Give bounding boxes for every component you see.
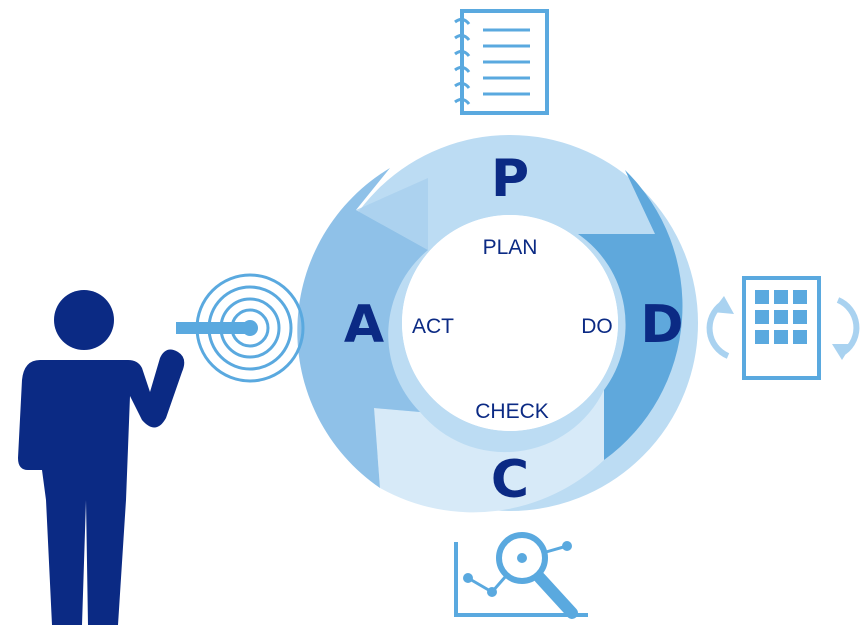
target-icon xyxy=(176,273,305,383)
ring-segment-act xyxy=(297,168,428,488)
calendar-grid-icon xyxy=(706,276,860,380)
label-plan: PLAN xyxy=(483,236,538,259)
ring-arrow-plan xyxy=(356,178,428,250)
ring-inner xyxy=(402,215,618,431)
label-do: DO xyxy=(581,315,613,338)
magnifier-chart-icon xyxy=(454,532,588,619)
letter-do: D xyxy=(640,295,683,355)
ring-segment-do xyxy=(578,170,683,460)
ring-segment-check xyxy=(374,390,604,513)
letter-check: C xyxy=(491,450,529,510)
pdca-cycle-ring xyxy=(297,135,698,513)
label-check: CHECK xyxy=(475,400,549,423)
notepad-icon xyxy=(454,9,549,115)
letter-act: A xyxy=(344,295,384,355)
letter-plan: P xyxy=(491,149,529,209)
label-act: ACT xyxy=(412,315,454,338)
person-presenting-icon xyxy=(18,290,185,625)
